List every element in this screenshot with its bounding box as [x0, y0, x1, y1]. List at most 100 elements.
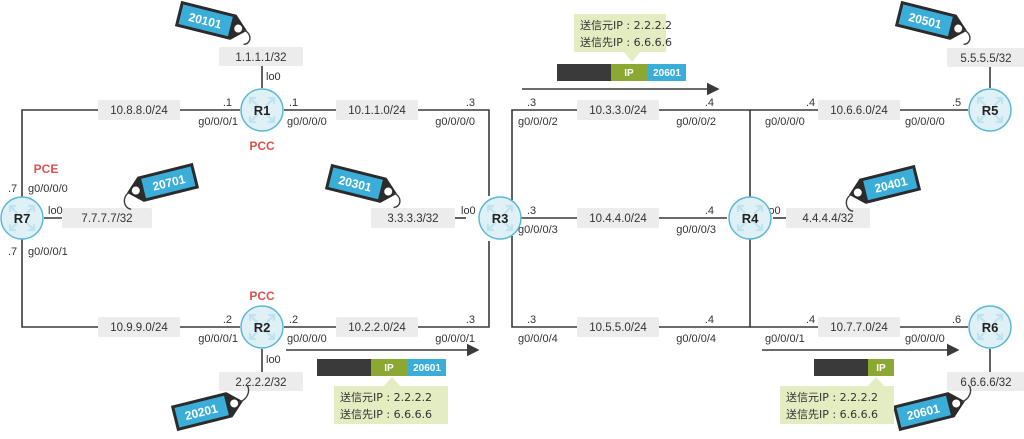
network-10-6-6: 10.6.6.0/24: [830, 105, 888, 117]
dst-ip-text: 送信先IP : 6.6.6.6: [580, 35, 672, 49]
intf-label: g0/0/0/4: [518, 333, 558, 345]
lo0-label: lo0: [48, 205, 63, 217]
tag-string: [391, 191, 401, 208]
addr-label: .4: [705, 97, 714, 109]
loopback-r7: 7.7.7.7/32: [81, 213, 132, 225]
flow-arrows: [286, 82, 960, 357]
network-label: 10.4.4.0/24: [577, 208, 659, 228]
intf-label: g0/0/0/0: [28, 183, 68, 195]
loopback-label: 6.6.6.6/32: [947, 372, 1024, 391]
intf-label: g0/0/0/0: [287, 333, 327, 345]
loopback-r3: 3.3.3.3/32: [387, 213, 438, 225]
routers: R1 PCC R2 PCC R3 R4 R5 R6 R7 PCE: [0, 87, 1013, 350]
packet-bottom: IP 20601 送信元IP : 2.2.2.2 送信先IP : 6.6.6.6: [317, 359, 448, 424]
addr-label: .3: [466, 97, 475, 109]
router-r6[interactable]: R6: [967, 304, 1013, 350]
intf-label: g0/0/0/0: [287, 116, 327, 128]
router-name: R5: [982, 103, 999, 118]
src-ip-text: 送信元IP : 2.2.2.2: [580, 18, 672, 32]
loopback-r2: 2.2.2.2/32: [235, 377, 286, 389]
addr-label: .4: [806, 314, 815, 326]
network-label: 10.2.2.0/24: [336, 317, 418, 337]
packet-top: 送信元IP : 2.2.2.2 送信先IP : 6.6.6.6 IP 20601: [557, 14, 686, 81]
intf-label: g0/0/0/0: [435, 116, 475, 128]
network-10-8-8: 10.8.8.0/24: [110, 105, 168, 117]
loopback-r4: 4.4.4.4/32: [802, 213, 853, 225]
dst-ip-text: 送信先IP : 6.6.6.6: [786, 407, 878, 421]
tag-string: [961, 28, 971, 45]
network-label: 10.7.7.0/24: [818, 317, 900, 337]
packet-payload: [557, 64, 611, 81]
network-label: 10.6.6.0/24: [818, 100, 900, 120]
packet-final: IP 送信元IP : 2.2.2.2 送信先IP : 6.6.6.6: [780, 359, 894, 424]
network-label: 10.5.5.0/24: [577, 317, 659, 337]
intf-label: g0/0/0/1: [765, 333, 805, 345]
router-r2[interactable]: R2: [239, 304, 285, 350]
link-r3-r4-bottom: [511, 236, 751, 328]
network-label: 10.3.3.0/24: [577, 100, 659, 120]
sid-tag-r5: 20501: [894, 0, 971, 45]
router-r5[interactable]: R5: [967, 87, 1013, 133]
packet-payload: [814, 359, 868, 376]
loopback-label: 1.1.1.1/32: [219, 47, 303, 66]
addr-label: .3: [466, 314, 475, 326]
packet-mpls-label: [408, 359, 446, 376]
packet-ip-header: [868, 359, 894, 376]
tag-string: [845, 192, 855, 212]
sid-tag-r7: 20701: [123, 162, 200, 210]
network-label: 10.9.9.0/24: [98, 317, 180, 337]
router-name: R4: [742, 211, 759, 226]
network-10-2-2: 10.2.2.0/24: [348, 322, 406, 334]
intf-label: g0/0/0/1: [198, 333, 238, 345]
addr-label: .6: [952, 314, 961, 326]
router-name: R1: [254, 103, 271, 118]
intf-label: g0/0/0/0: [905, 333, 945, 345]
info-callout: [780, 377, 894, 424]
router-r4[interactable]: R4: [727, 195, 773, 241]
sid-tags: 20101 20501 20301 20701: [123, 0, 972, 432]
addr-label: .7: [8, 183, 17, 195]
lo0-label: lo0: [266, 71, 281, 83]
intf-label: g0/0/0/1: [28, 246, 68, 258]
packet-ip-label: IP: [624, 68, 634, 79]
network-label: 10.8.8.0/24: [98, 100, 180, 120]
packet-label-text: 20601: [413, 363, 441, 374]
sid-tag-r1: 20101: [174, 0, 251, 45]
addr-label: .4: [705, 314, 714, 326]
addr-label: .7: [8, 246, 17, 258]
info-callout: [574, 14, 666, 62]
interface-labels: lo0 .1 .1 g0/0/0/1 g0/0/0/0 .3 g0/0/0/0 …: [8, 71, 961, 366]
addr-label: .1: [289, 97, 298, 109]
role-label-r2: PCC: [249, 289, 275, 303]
sid-tag-r4: 20401: [845, 164, 922, 212]
network-10-1-1: 10.1.1.0/24: [348, 105, 406, 117]
loopback-label: 5.5.5.5/32: [947, 48, 1024, 67]
router-name: R6: [982, 320, 999, 335]
loopback-r6: 6.6.6.6/32: [960, 377, 1011, 389]
role-label-r1: PCC: [249, 139, 275, 153]
router-r7[interactable]: R7: [0, 195, 45, 241]
loopback-r1: 1.1.1.1/32: [235, 52, 286, 64]
network-10-4-4: 10.4.4.0/24: [589, 213, 647, 225]
link-r2-r3: [284, 241, 490, 328]
router-r3[interactable]: R3: [477, 195, 523, 241]
network-10-5-5: 10.5.5.0/24: [589, 322, 647, 334]
addr-label: .1: [223, 97, 232, 109]
tag-string: [123, 190, 133, 210]
lo0-label: lo0: [461, 205, 476, 217]
router-r1[interactable]: R1: [239, 87, 285, 133]
intf-label: g0/0/0/1: [435, 333, 475, 345]
addr-label: .3: [527, 97, 536, 109]
info-callout: [334, 377, 448, 424]
tag-string: [241, 28, 251, 45]
intf-label: g0/0/0/2: [676, 116, 716, 128]
loopback-label: 4.4.4.4/32: [786, 208, 870, 228]
packet-payload: [317, 359, 371, 376]
tag-string: [237, 385, 250, 404]
intf-label: g0/0/0/0: [905, 116, 945, 128]
addr-label: .5: [952, 97, 961, 109]
addr-label: .4: [705, 205, 714, 217]
packet-ip-label: IP: [876, 363, 886, 374]
role-label-r7: PCE: [34, 162, 59, 176]
